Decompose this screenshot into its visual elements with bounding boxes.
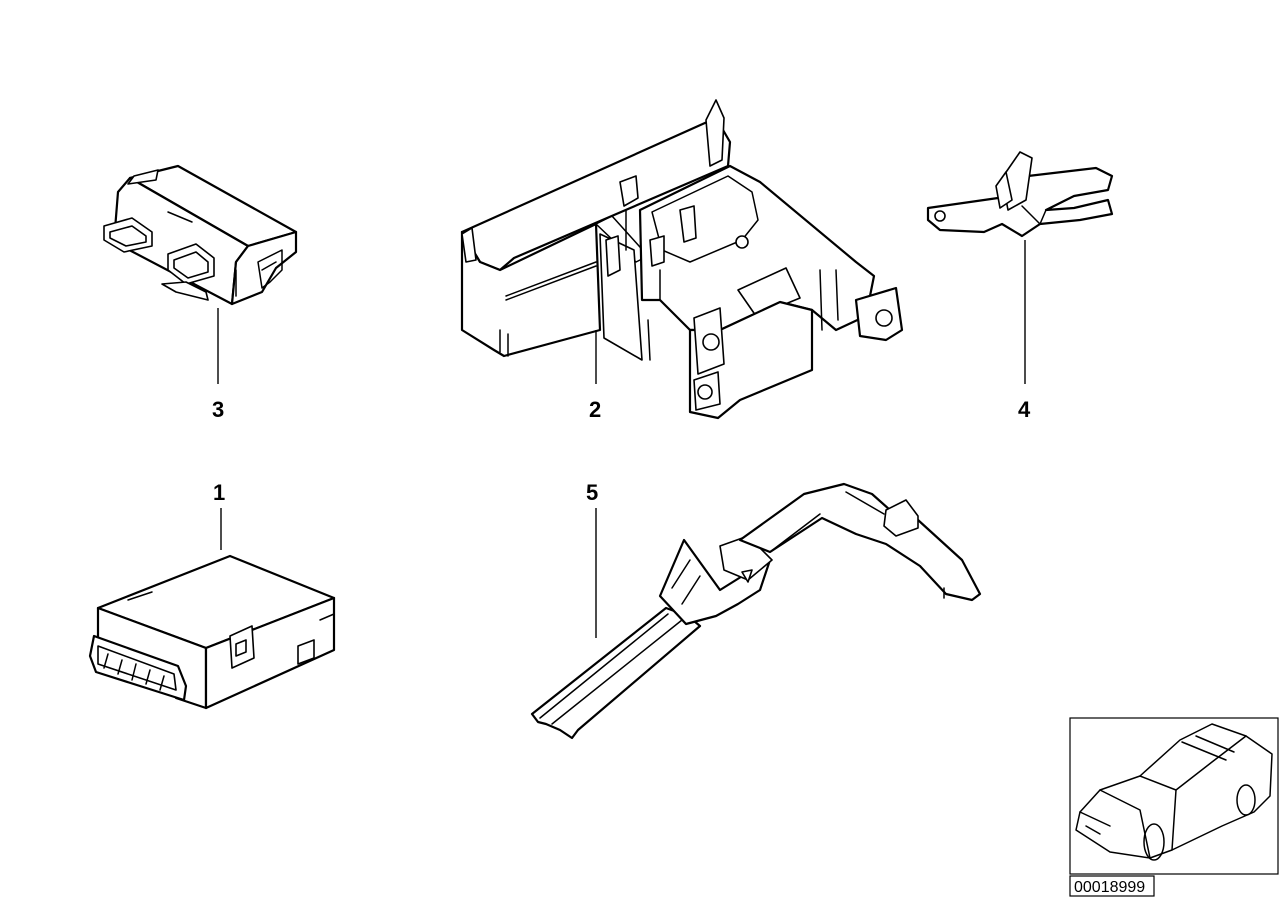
mounting-bracket-icon xyxy=(926,151,1114,238)
car-thumbnail-icon xyxy=(1075,723,1273,861)
reference-code-box xyxy=(1069,875,1155,897)
reference-code: 00018999 xyxy=(1074,879,1145,896)
callout-5: 5 xyxy=(586,480,598,505)
small-module-icon xyxy=(103,164,298,306)
control-unit-icon xyxy=(88,554,336,710)
callout-3: 3 xyxy=(212,397,224,422)
callout-4: 4 xyxy=(1018,397,1031,422)
cable-channel-icon xyxy=(530,482,982,740)
car-thumbnail xyxy=(1069,717,1279,875)
callout-2: 2 xyxy=(589,397,601,422)
callout-1: 1 xyxy=(213,480,225,505)
fuse-box-bracket-icon xyxy=(460,99,904,420)
